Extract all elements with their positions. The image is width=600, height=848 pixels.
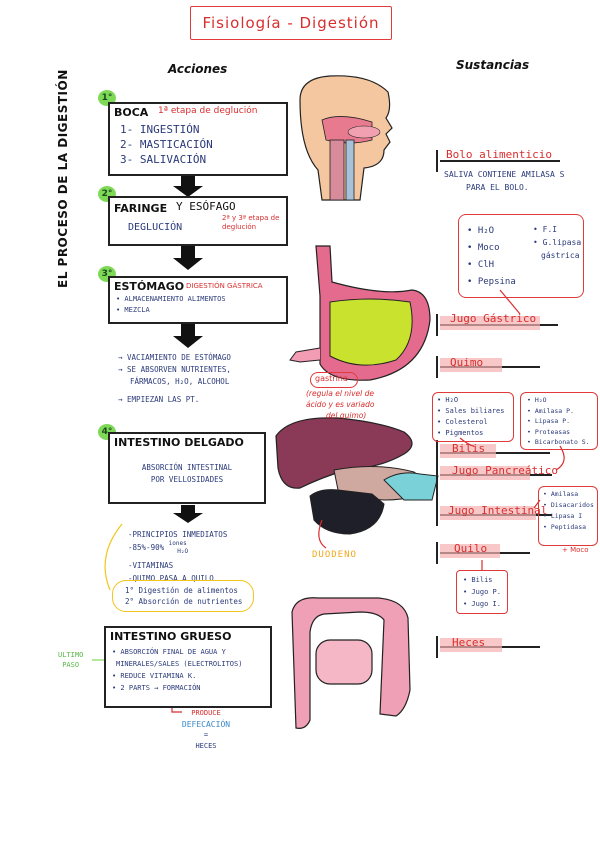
stage-organ: INTESTINO DELGADO [114, 436, 244, 449]
stage-note: DIGESTIÓN GÁSTRICA [186, 282, 263, 290]
stage-line: DEGLUCIÓN [128, 222, 183, 233]
substance-quimo: Quimo [450, 356, 484, 369]
stage-box-intestino-grueso: INTESTINO GRUESO • ABSORCIÓN FINAL DE AG… [104, 626, 272, 708]
stage-lines: • ALMACENAMIENTO ALIMENTOS • MEZCLA [116, 295, 226, 314]
intestine-notes: -PRINCIPIOS INMEDIATOS -85%-90% iones H₂… [128, 530, 228, 583]
stage-organ: BOCA [114, 106, 149, 119]
header-substances: Sustancias [456, 58, 530, 72]
moco-note: + Moco [562, 546, 589, 554]
stage-organ-2: Y ESÓFAGO [176, 200, 236, 213]
head-illustration [299, 75, 393, 201]
page-title: Fisiología - Digestión [190, 6, 392, 40]
stage-organ: ESTÓMAGO [114, 280, 185, 293]
intestinal-box: • Amilasa • Disacaridos • Lipasa I • Pep… [538, 486, 598, 546]
substance-jugo-pancreatico: Jugo Pancreático [452, 464, 558, 477]
stage-lines: 1- INGESTIÓN 2- MASTICACIÓN 3- SALIVACIÓ… [120, 123, 213, 166]
gastric-juice-box: • H₂O • Moco • ClH • Pepsina • F.I • G.l… [458, 214, 584, 298]
produce-notes: PRODUCE DEFECACIÓN = HECES [181, 709, 231, 750]
gastrina-note: (regula el nivel de ácido y es variado d… [306, 389, 375, 420]
stage-note: 2ª y 3ª etapa de deglución [222, 214, 280, 231]
stomach-notes: → VACIAMIENTO DE ESTÓMAGO → SE ABSORVEN … [118, 353, 231, 404]
substance-bolo: Bolo alimenticio [446, 148, 552, 161]
stage-lines: • ABSORCIÓN FINAL DE AGUA Y MINERALES/SA… [112, 648, 243, 692]
quilo-box: • Bilis • Jugo P. • Jugo I. [456, 570, 508, 614]
gastrina-badge: gastrina [310, 372, 358, 388]
highlights [440, 316, 540, 652]
ultimo-paso: ULTIMO PASO [58, 651, 84, 669]
stage-lines: ABSORCIÓN INTESTINAL POR VELLOSIDADES [141, 463, 233, 484]
stage-note: 1ª etapa de deglución [158, 106, 258, 116]
stage-box-intestino-delgado: INTESTINO DELGADO ABSORCIÓN INTESTINAL P… [108, 432, 266, 504]
flow-arrows [173, 176, 203, 523]
stage-box-boca: BOCA 1ª etapa de deglución 1- INGESTIÓN … [108, 102, 288, 176]
duodeno-label: DUODENO [312, 550, 357, 560]
stage-box-faringe: FARINGE Y ESÓFAGO 2ª y 3ª etapa de deglu… [108, 196, 288, 246]
substance-jugo-intestinal: Jugo Intestinal [448, 504, 548, 517]
substance-jugo-gastrico: Jugo Gástrico [450, 312, 537, 325]
substance-bilis: Bilis [452, 442, 486, 455]
stomach-illustration [289, 245, 431, 381]
substance-heces: Heces [452, 636, 486, 649]
header-actions: Acciones [168, 62, 228, 76]
yellow-connector [104, 523, 123, 591]
stage-organ: INTESTINO GRUESO [110, 630, 232, 643]
liver-pancreas-illustration [275, 417, 439, 535]
large-intestine-illustration [291, 597, 411, 729]
substance-quilo: Quilo [454, 542, 488, 555]
stage-box-estomago: ESTÓMAGO DIGESTIÓN GÁSTRICA • ALMACENAMI… [108, 276, 288, 324]
saliva-note: SALIVA CONTIENE AMILASA S PARA EL BOLO. [444, 170, 565, 192]
stage-organ: FARINGE [114, 202, 168, 215]
bile-box: • H₂O • Sales biliares • Colesterol • Pi… [432, 392, 514, 442]
pancreatic-box: • H₂O • Amilasa P. • Lipasa P. • Proteas… [520, 392, 598, 450]
digestion-notes: 1° Digestión de alimentos 2° Absorción d… [112, 580, 254, 612]
